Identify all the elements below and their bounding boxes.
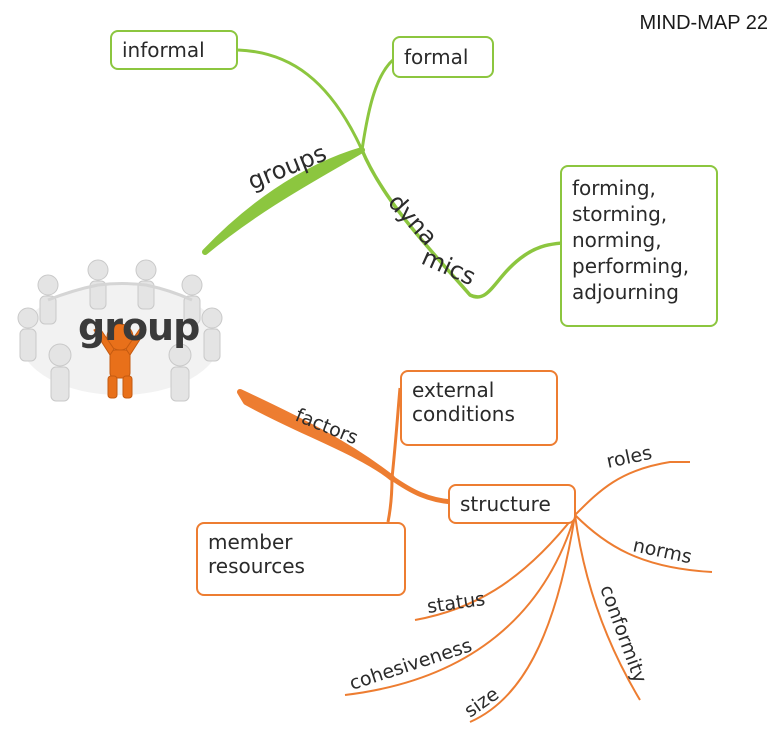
conditions-text: conditions bbox=[412, 402, 515, 426]
informal-node: informal bbox=[110, 30, 238, 70]
stage-forming: forming, bbox=[572, 176, 656, 200]
formal-connector bbox=[360, 54, 399, 151]
informal-text: informal bbox=[122, 38, 205, 62]
map-title: MIND-MAP 22 bbox=[639, 12, 768, 34]
center-label: group bbox=[78, 305, 200, 349]
roles-line bbox=[574, 461, 690, 516]
stage-adjourning: adjourning bbox=[572, 280, 679, 304]
formal-text: formal bbox=[404, 45, 469, 69]
dynamics-stages-node: forming, storming, norming, performing, … bbox=[560, 165, 718, 327]
member-text: member bbox=[208, 530, 293, 554]
stage-norming: norming, bbox=[572, 228, 662, 252]
status-label: status bbox=[426, 588, 487, 618]
structure-text: structure bbox=[460, 492, 551, 516]
dynamics-label-b: mics bbox=[418, 243, 480, 291]
informal-connector bbox=[237, 48, 364, 151]
cohesiveness-line bbox=[344, 514, 576, 696]
external-conditions-node: external conditions bbox=[400, 370, 558, 446]
stage-performing: performing, bbox=[572, 254, 690, 278]
structure-node: structure bbox=[448, 484, 576, 524]
conformity-line bbox=[574, 514, 641, 701]
external-text: external bbox=[412, 378, 495, 402]
status-line bbox=[414, 514, 576, 621]
formal-node: formal bbox=[392, 36, 494, 78]
structure-connector bbox=[390, 475, 453, 505]
size-line bbox=[469, 514, 576, 723]
dynamics-connector bbox=[360, 149, 563, 299]
external-connector bbox=[390, 387, 402, 479]
norms-label: norms bbox=[631, 534, 694, 568]
dynamics-label-a: dyna bbox=[383, 188, 444, 251]
stage-storming: storming, bbox=[572, 202, 668, 226]
people-circle-illustration bbox=[17, 259, 223, 402]
resources-text: resources bbox=[208, 554, 305, 578]
factors-branch bbox=[237, 389, 395, 481]
norms-line bbox=[574, 514, 713, 573]
cohesiveness-label: cohesiveness bbox=[347, 634, 475, 694]
member-connector bbox=[386, 477, 394, 523]
member-resources-node: member resources bbox=[196, 522, 406, 596]
